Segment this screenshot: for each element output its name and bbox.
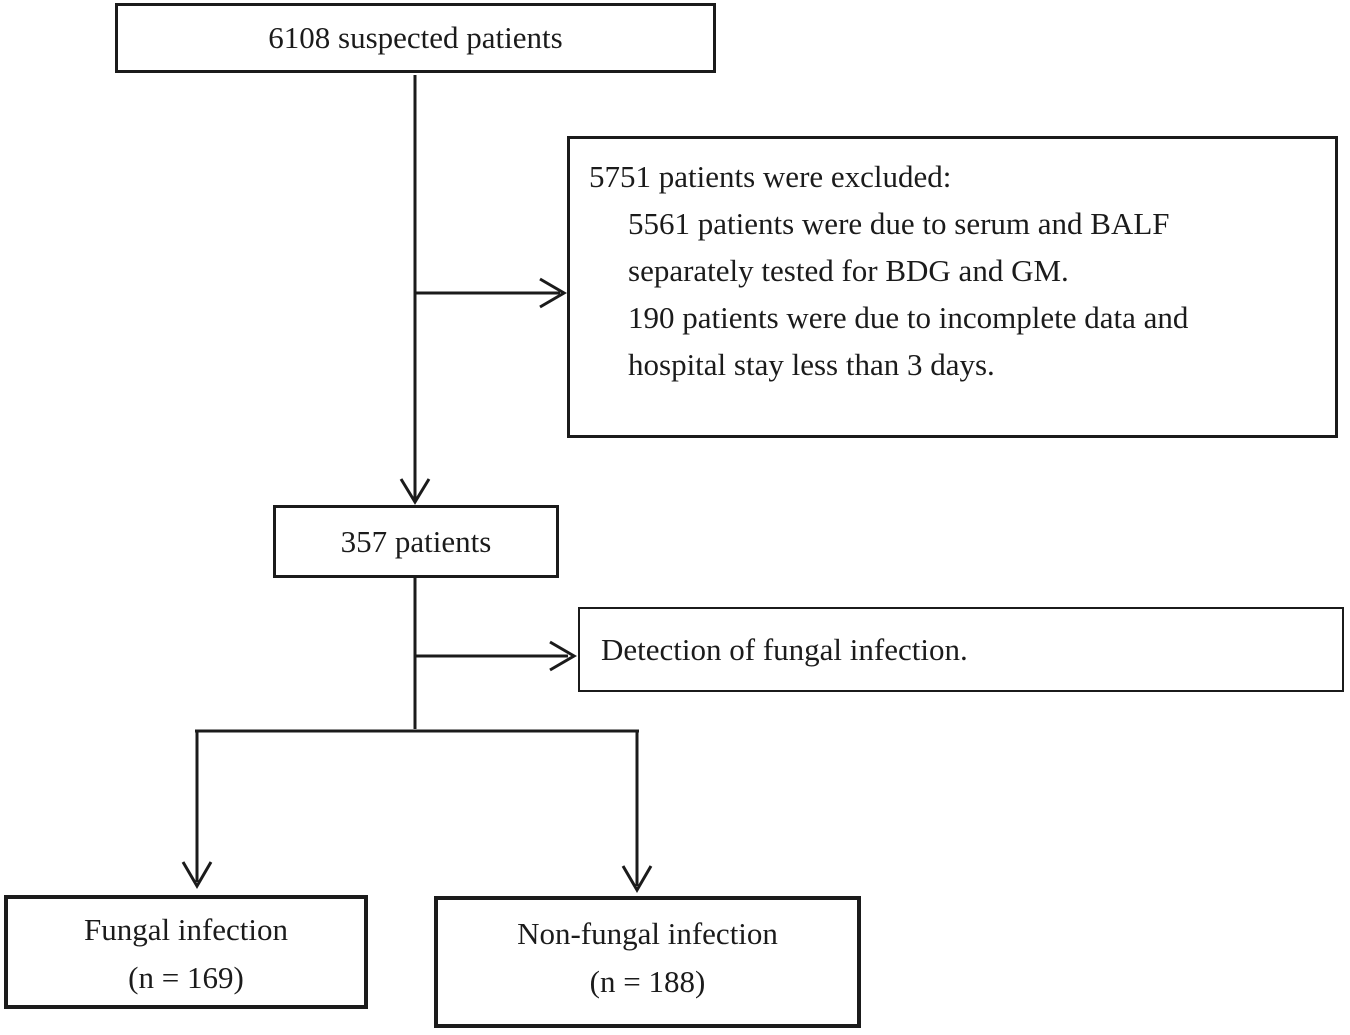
- excluded-line: separately tested for BDG and GM.: [628, 253, 1069, 288]
- arrow-branch-excluded-head: [539, 277, 567, 309]
- nonfungal-infection-label: Non-fungal infection: [517, 916, 778, 951]
- suspected-patients-label: 6108 suspected patients: [268, 20, 563, 55]
- arrow-suspected-to-enrolled-head: [399, 478, 431, 505]
- arrow-branch-detection-head: [549, 640, 577, 672]
- nonfungal-infection-count: (n = 188): [589, 964, 706, 999]
- excluded-line: 5561 patients were due to serum and BALF: [628, 206, 1170, 241]
- detection-label: Detection of fungal infection.: [601, 631, 968, 667]
- node-detection: Detection of fungal infection.: [578, 607, 1344, 692]
- node-excluded-patients: 5751 patients were excluded: 5561 patien…: [567, 136, 1338, 438]
- excluded-line: 190 patients were due to incomplete data…: [628, 300, 1189, 335]
- node-nonfungal-infection: Non-fungal infection (n = 188): [434, 896, 861, 1028]
- node-fungal-infection: Fungal infection (n = 169): [4, 895, 368, 1009]
- fungal-infection-count: (n = 169): [128, 960, 244, 995]
- excluded-line: hospital stay less than 3 days.: [628, 347, 995, 382]
- excluded-line: 5751 patients were excluded:: [589, 159, 952, 194]
- node-enrolled-patients: 357 patients: [273, 505, 559, 578]
- arrow-split-to-nonfungal-head: [621, 865, 653, 893]
- fungal-infection-label: Fungal infection: [83, 912, 289, 947]
- node-suspected-patients: 6108 suspected patients: [115, 3, 716, 73]
- arrow-split-to-fungal-head: [181, 861, 213, 889]
- enrolled-patients-label: 357 patients: [340, 523, 492, 559]
